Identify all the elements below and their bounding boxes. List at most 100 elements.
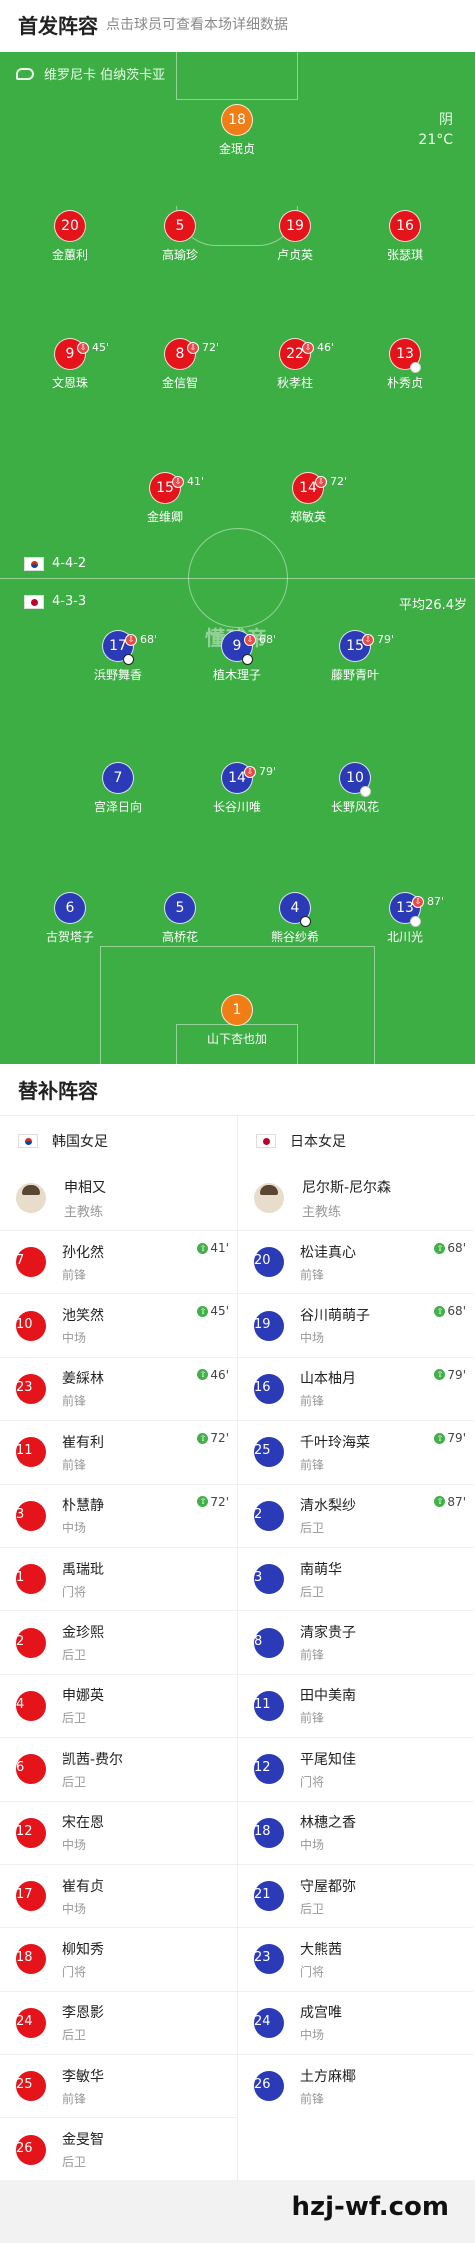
pitch-player[interactable]: 19 卢贞英 (250, 210, 340, 263)
player-name: 宋在恩 (62, 1815, 104, 1832)
stadium-info: 维罗尼卡 伯纳茨卡亚 (16, 64, 165, 83)
avatar (254, 1183, 284, 1213)
shirt-number: 4 (16, 1690, 46, 1721)
shirt-number: 10 (16, 1310, 46, 1341)
away-coach[interactable]: 尼尔斯-尼尔森 主教练 (238, 1166, 474, 1230)
goal-ball-icon (123, 654, 134, 665)
event-icon (410, 916, 421, 927)
shirt-number: 11 (16, 1437, 46, 1468)
pitch-player[interactable]: 1 山下杏也加 (192, 994, 282, 1047)
sub-off-indicator: ⇩68' (125, 625, 157, 655)
player-name: 李敏华 (62, 2068, 104, 2085)
substitution-icon: ⇩ (412, 896, 424, 908)
player-name: 山本柚月 (300, 1371, 356, 1388)
pitch-player[interactable]: 18 金珉贞 (192, 104, 282, 157)
pitch-player[interactable]: 5 高瑜珍 (135, 210, 225, 263)
sub-on-indicator: ⇧45' (195, 1304, 229, 1318)
player-position: 后卫 (62, 1774, 87, 1789)
pitch-player[interactable]: 8 ⇩72' 金信智 (135, 338, 225, 391)
pitch-player[interactable]: 13 朴秀贞 (360, 338, 450, 391)
section-header: 首发阵容 点击球员可查看本场详细数据 (0, 0, 475, 48)
player-position: 前锋 (62, 1457, 87, 1472)
sub-off-indicator: ⇩68' (244, 625, 276, 655)
pitch-player[interactable]: 7 宫泽日向 (73, 762, 163, 815)
pitch-player[interactable]: 15 ⇩79' 藤野青叶 (310, 630, 400, 683)
shirt-number: 18 (254, 1817, 284, 1848)
pitch-player[interactable]: 9 ⇩68' 植木理子 (192, 630, 282, 683)
shirt-number: 3 (16, 1500, 46, 1531)
pitch-player[interactable]: 15 ⇩41' 金维卿 (120, 472, 210, 525)
player-position: 门将 (62, 1964, 87, 1979)
sub-off-indicator: ⇩87' (412, 887, 444, 917)
pitch-player[interactable]: 6 古贺塔子 (25, 892, 115, 945)
pitch-player[interactable]: 22 ⇩46' 秋孝柱 (250, 338, 340, 391)
player-position: 前锋 (62, 2091, 87, 2106)
pitch-player[interactable]: 14 ⇩72' 郑敏英 (263, 472, 353, 525)
pitch-player[interactable]: 9 ⇩45' 文恩珠 (25, 338, 115, 391)
event-icon (410, 362, 421, 373)
sub-off-indicator: ⇩41' (172, 467, 204, 497)
pitch-player[interactable]: 13 ⇩87' 北川光 (360, 892, 450, 945)
sub-on-indicator: ⇧72' (195, 1495, 229, 1509)
shirt-number: 23 (254, 1944, 284, 1975)
pitch-player[interactable]: 10 长野风花 (310, 762, 400, 815)
player-position: 后卫 (300, 1521, 325, 1536)
weather: 阴 21°C (418, 110, 453, 150)
pitch-player[interactable]: 4 熊谷纱希 (250, 892, 340, 945)
player-name: 南萌华 (300, 1561, 342, 1578)
shirt-number: 24 (16, 2007, 46, 2038)
shirt-number: 16 (254, 1373, 284, 1404)
sub-on-indicator: ⇧68' (432, 1304, 466, 1318)
japan-flag-icon (256, 1134, 276, 1148)
player-name: 李恩影 (62, 2005, 104, 2022)
section-title: 首发阵容 (18, 13, 98, 38)
pitch-player[interactable]: 14 ⇩79' 长谷川唯 (192, 762, 282, 815)
shirt-number: 26 (254, 2071, 284, 2102)
sub-off-indicator: ⇩79' (362, 625, 394, 655)
pitch-player[interactable]: 5 高桥花 (135, 892, 225, 945)
pitch-player[interactable]: 16 张瑟琪 (360, 210, 450, 263)
substitution-in-icon: ⇧ (434, 1242, 446, 1254)
player-name: 崔有贞 (62, 1878, 104, 1895)
player-position: 门将 (62, 1584, 87, 1599)
pitch-player[interactable]: 17 ⇩68' 浜野舞香 (73, 630, 163, 683)
player-name: 土方麻椰 (300, 2068, 356, 2085)
sub-on-indicator: ⇧46' (195, 1368, 229, 1382)
player-name: 千叶玲海菜 (300, 1434, 370, 1451)
shirt-number: 7 (16, 1247, 46, 1278)
home-coach[interactable]: 申相又 主教练 (0, 1166, 237, 1230)
substitution-in-icon: ⇧ (434, 1369, 446, 1381)
footer: hzj-wf.com (0, 2180, 475, 2243)
pitch-player[interactable]: 20 金蕙利 (25, 210, 115, 263)
